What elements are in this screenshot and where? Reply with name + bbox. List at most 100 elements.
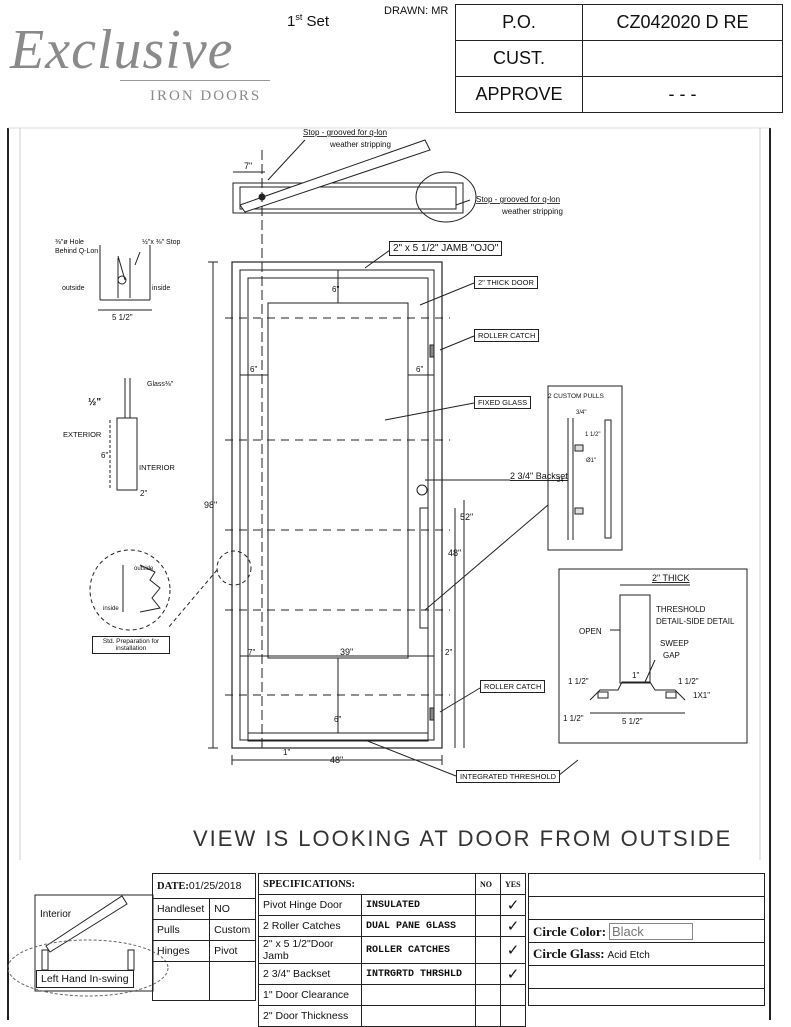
spec-left: 1" Door Clearance	[258, 984, 362, 1006]
info-empty	[209, 961, 256, 1001]
dim-6-bottom: 6"	[334, 715, 341, 724]
date-value: 01/25/2018	[188, 880, 242, 892]
pull-24: 24"	[557, 478, 566, 484]
set-suffix: st	[295, 12, 303, 22]
circle-color-value[interactable]: Black	[608, 922, 693, 940]
glass-6-text: 6"	[101, 451, 108, 460]
color-empty	[528, 988, 765, 1006]
spec-no-header: NO	[475, 873, 501, 895]
spec-left: Pivot Hinge Door	[258, 894, 362, 916]
pull-dia: Ø1"	[586, 458, 596, 464]
spec-no	[475, 1005, 501, 1027]
fixed-glass-callout: FIXED GLASS	[474, 396, 532, 409]
approve-label: APPROVE	[455, 76, 583, 113]
detail-inside: inside	[103, 606, 119, 612]
custom-pulls-title: 2 CUSTOM PULLS	[548, 393, 605, 400]
threshold-title-2: DETAIL-SIDE DETAIL	[656, 617, 735, 626]
set-label: 1st Set	[287, 12, 329, 30]
stop-top-text: Stop - grooved for q-lon	[303, 128, 387, 137]
info-key: Handleset	[151, 898, 211, 920]
dim-7-top: 7"	[244, 161, 252, 171]
outside-text: outside	[62, 285, 85, 292]
dim-39: 39"	[340, 647, 353, 657]
spec-right	[361, 984, 476, 1006]
backset-text: 2 3/4" Backset	[510, 471, 568, 481]
threshold-thick: 2" THICK	[652, 573, 690, 583]
pull-112: 1 1/2"	[585, 432, 600, 438]
jamb-callout: 2" x 5 1/2" JAMB "OJO"	[389, 241, 503, 256]
glass-text: Glass⅜"	[147, 381, 174, 388]
dim-48-horizontal: 48"	[330, 755, 343, 765]
approve-value: - - -	[582, 76, 783, 113]
cust-value	[582, 40, 783, 77]
behind-qlon-text: Behind Q-Lon	[55, 248, 98, 255]
spec-no	[475, 936, 501, 964]
thick-door-callout: 2" THICK DOOR	[474, 276, 538, 289]
dim-98: 98"	[204, 500, 217, 510]
stop-small-text: ½"x ⅜" Stop	[142, 238, 181, 246]
dim-2-bottom: 2"	[445, 648, 452, 657]
dim-1: 1"	[283, 748, 290, 757]
spec-right: INSULATED	[361, 894, 476, 916]
spec-right	[361, 1005, 476, 1027]
spec-yes	[500, 1005, 526, 1027]
open-text: OPEN	[579, 627, 602, 636]
color-empty	[528, 896, 765, 920]
half-inch-text: ½"	[88, 397, 101, 408]
set-word: Set	[306, 13, 330, 30]
info-key: Hinges	[151, 940, 211, 962]
std-prep-callout: Std. Preparation for installation	[92, 636, 170, 654]
color-empty	[528, 965, 765, 989]
set-number: 1	[287, 13, 296, 30]
threshold-112-a: 1 1/2"	[568, 677, 589, 686]
drawn-by: DRAWN: MR	[384, 5, 449, 17]
spec-check: ✓	[500, 915, 526, 937]
spec-right: ROLLER CATCHES	[361, 936, 476, 964]
circle-color-row: Circle Color: Black	[528, 919, 765, 943]
interior-text: INTERIOR	[139, 463, 175, 472]
spec-left: 2 Roller Catches	[258, 915, 362, 937]
spec-left: 2 3/4" Backset	[258, 963, 362, 985]
logo-subtitle: IRON DOORS	[150, 88, 262, 104]
spec-no	[475, 894, 501, 916]
spec-right: INTRGRTD THRSHLD	[361, 963, 476, 985]
dim-7-bottom: 7"	[248, 648, 255, 657]
view-note: VIEW IS LOOKING AT DOOR FROM OUTSIDE	[193, 826, 733, 851]
spec-no	[475, 915, 501, 937]
color-empty	[528, 873, 765, 897]
threshold-1x1: 1X1"	[693, 691, 710, 700]
date-label: DATE:	[157, 881, 189, 892]
inside-text: inside	[152, 285, 170, 292]
pull-34: 3/4"	[576, 410, 586, 416]
spec-yes	[500, 984, 526, 1006]
info-value: Custom	[209, 919, 256, 941]
stop-right-text-2: weather stripping	[501, 207, 563, 216]
five-half-text: 5 1/2"	[112, 313, 133, 322]
gap-text: GAP	[663, 651, 680, 660]
threshold-112-c: 1 1/2"	[563, 714, 584, 723]
circle-color-label: Circle Color:	[533, 923, 607, 939]
dim-6-left: 6"	[250, 365, 257, 374]
info-value: Pivot	[209, 940, 256, 962]
po-label: P.O.	[455, 4, 583, 41]
circle-glass-value: Acid Etch	[607, 950, 650, 961]
info-value: NO	[209, 898, 256, 920]
exterior-text: EXTERIOR	[63, 430, 102, 439]
dim-48-vertical: 48"	[448, 548, 461, 558]
sweep-text: SWEEP	[660, 639, 689, 648]
spec-title: SPECIFICATIONS:	[258, 873, 476, 895]
swing-label-box: Left Hand In-swing	[36, 970, 134, 988]
header-table: P.O. CZ042020 D RE CUST. APPROVE - - -	[455, 4, 783, 113]
hole-text: ⅜"ø Hole	[55, 239, 84, 246]
info-empty	[151, 961, 211, 1001]
spec-check: ✓	[500, 963, 526, 985]
logo-wordmark: Exclusive	[10, 19, 234, 81]
info-key: Pulls	[151, 919, 211, 941]
threshold-512: 5 1/2"	[622, 717, 643, 726]
color-table: Circle Color: Black Circle Glass: Acid E…	[528, 873, 765, 1006]
roller-catch-bottom-callout: ROLLER CATCH	[480, 680, 546, 693]
spec-yes-header: YES	[500, 873, 526, 895]
stop-right-text: Stop - grooved for q-lon	[476, 195, 560, 204]
swing-interior: Interior	[40, 909, 72, 920]
